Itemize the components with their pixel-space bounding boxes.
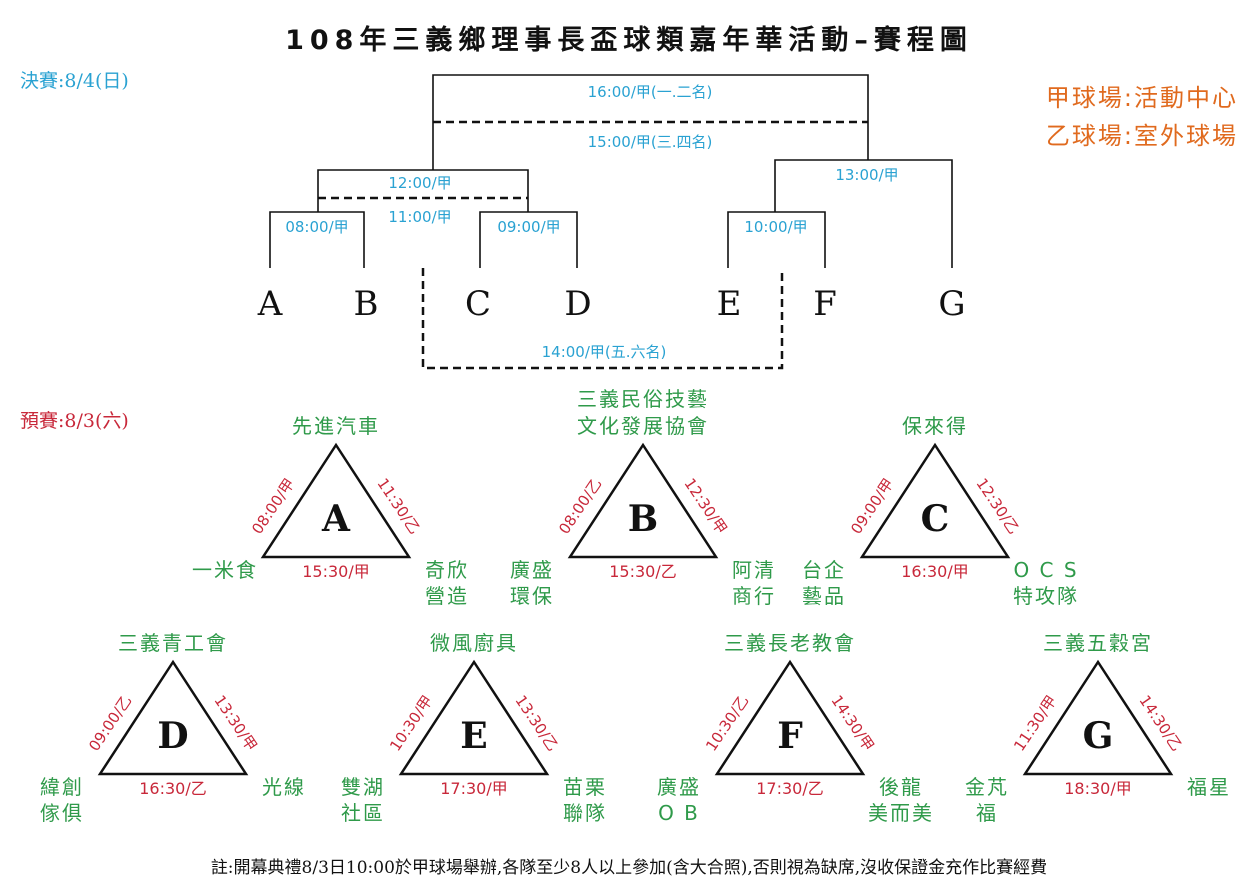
group-d-letter: D (157, 715, 188, 757)
group-g-triangle (1022, 659, 1174, 776)
group-e-right-time: 13:30/乙 (511, 692, 561, 755)
group-d-bottom-time: 16:30/乙 (139, 779, 207, 798)
group-c-left-time: 09:00/甲 (847, 475, 897, 538)
group-b-left-time: 08:00/乙 (555, 475, 605, 538)
group-g-right-time: 14:30/乙 (1135, 692, 1185, 755)
team-letter-a: A (257, 284, 283, 324)
group-d-left-team: 緯創 (40, 775, 84, 799)
group-e-left-team: 社區 (341, 801, 385, 825)
group-f-bottom-time: 17:30/乙 (756, 779, 824, 798)
group-f-right-team: 美而美 (868, 801, 934, 825)
group-d-top-team: 三義青工會 (118, 631, 228, 655)
team-letter-c: C (465, 284, 491, 324)
group-a-bottom-time: 15:30/甲 (302, 562, 370, 581)
group-a-right-time: 11:30/乙 (373, 475, 423, 538)
match-label-third-place: 15:00/甲(三.四名) (588, 133, 713, 151)
group-c-left-team: 台企 (802, 558, 846, 582)
group-c-triangle (859, 442, 1011, 559)
footnote: 註:開幕典禮8/3日10:00於甲球場舉辦,各隊至少8人以上參加(含大合照),否… (210, 858, 1048, 878)
group-b-letter: B (628, 498, 658, 540)
group-c-letter: C (921, 498, 950, 540)
group-d-right-time: 13:30/甲 (210, 692, 260, 755)
group-b-bottom-time: 15:30/乙 (609, 562, 677, 581)
group-g-letter: G (1083, 715, 1114, 757)
group-d-left-team: 傢俱 (40, 801, 84, 825)
group-g-top-team: 三義五穀宮 (1043, 631, 1153, 655)
group-e-right-team: 聯隊 (563, 801, 607, 825)
bracket-match-ef-line (727, 211, 826, 268)
group-g-left-team: 金芃 (965, 775, 1009, 799)
group-a-right-team: 奇欣 (425, 558, 469, 582)
group-f-top-team: 三義長老教會 (724, 631, 856, 655)
group-e-triangle (398, 659, 550, 776)
group-b-left-team: 廣盛 (510, 558, 554, 582)
bracket-match-cd-line (479, 211, 578, 268)
group-c-bottom-time: 16:30/甲 (901, 562, 969, 581)
venue-a-label: 甲球場:活動中心 (1045, 84, 1238, 112)
match-label-final: 16:00/甲(一.二名) (588, 83, 713, 101)
group-d-triangle (97, 659, 249, 776)
group-f-left-team: 廣盛 (657, 775, 701, 799)
match-label-semifinal-left: 12:00/甲 (388, 174, 451, 192)
group-c-top-team: 保來得 (902, 414, 968, 438)
group-f-left-time: 10:30/乙 (702, 692, 752, 755)
group-f-left-team: O B (658, 801, 700, 825)
venue-b-label: 乙球場:室外球場 (1045, 122, 1238, 150)
team-letter-b: B (354, 284, 379, 324)
group-a-top-team: 先進汽車 (292, 414, 380, 438)
match-label-fifth-place: 14:00/甲(五.六名) (542, 343, 667, 361)
group-a-left-time: 08:00/甲 (248, 475, 298, 538)
team-letter-g: G (938, 284, 965, 324)
group-b-right-time: 12:30/甲 (680, 475, 730, 538)
group-b-triangle (567, 442, 719, 559)
bracket-fifth-place-line (421, 268, 784, 370)
group-g-left-time: 11:30/甲 (1010, 692, 1060, 755)
group-e-left-team: 雙湖 (341, 775, 385, 799)
group-c-right-team: O C S (1013, 558, 1078, 582)
match-label-semifinal-right: 13:00/甲 (835, 166, 898, 184)
group-f-letter: F (777, 715, 803, 757)
group-b-right-team: 阿清 (732, 558, 776, 582)
group-e-right-team: 苗栗 (563, 775, 607, 799)
match-label-ef: 10:00/甲 (744, 218, 807, 236)
prelim-date-label: 預賽:8/3(六) (20, 410, 129, 432)
match-label-semifinal-left-loser: 11:00/甲 (388, 208, 451, 226)
group-f-right-team: 後龍 (879, 775, 923, 799)
group-e-bottom-time: 17:30/甲 (440, 779, 508, 798)
group-a-triangle (260, 442, 412, 559)
group-f-triangle (714, 659, 866, 776)
group-d-left-time: 09:00/乙 (85, 692, 135, 755)
group-g-bottom-time: 18:30/甲 (1064, 779, 1132, 798)
group-c-right-team: 特攻隊 (1013, 584, 1079, 608)
group-g-right-team: 福星 (1187, 775, 1231, 799)
group-c-left-team: 藝品 (802, 584, 846, 608)
group-e-letter: E (460, 715, 487, 757)
group-a-letter: A (321, 498, 351, 540)
group-c-right-time: 12:30/乙 (972, 475, 1022, 538)
group-b-left-team: 環保 (510, 584, 554, 608)
group-a-right-team: 營造 (425, 584, 469, 608)
group-b-right-team: 商行 (732, 584, 776, 608)
match-label-cd: 09:00/甲 (497, 218, 560, 236)
team-letter-d: D (564, 284, 591, 324)
group-a-left-team: 一米食 (192, 558, 258, 582)
match-label-ab: 08:00/甲 (285, 218, 348, 236)
team-letter-e: E (717, 284, 742, 324)
group-b-top-team: 文化發展協會 (577, 414, 709, 438)
bracket-semifinal-right-line (774, 159, 953, 268)
group-f-right-time: 14:30/甲 (827, 692, 877, 755)
bracket-match-ab-line (269, 211, 365, 268)
group-e-left-time: 10:30/甲 (386, 692, 436, 755)
group-g-left-team: 福 (976, 801, 998, 825)
page-title: 108年三義鄉理事長盃球類嘉年華活動–賽程圖 (285, 25, 973, 56)
group-e-top-team: 微風廚具 (430, 631, 518, 655)
group-b-top-team: 三義民俗技藝 (577, 387, 709, 411)
final-date-label: 決賽:8/4(日) (20, 70, 129, 92)
group-d-right-team: 光線 (262, 775, 306, 799)
team-letter-f: F (813, 284, 837, 324)
bracket-semifinal-left-line (317, 169, 529, 212)
